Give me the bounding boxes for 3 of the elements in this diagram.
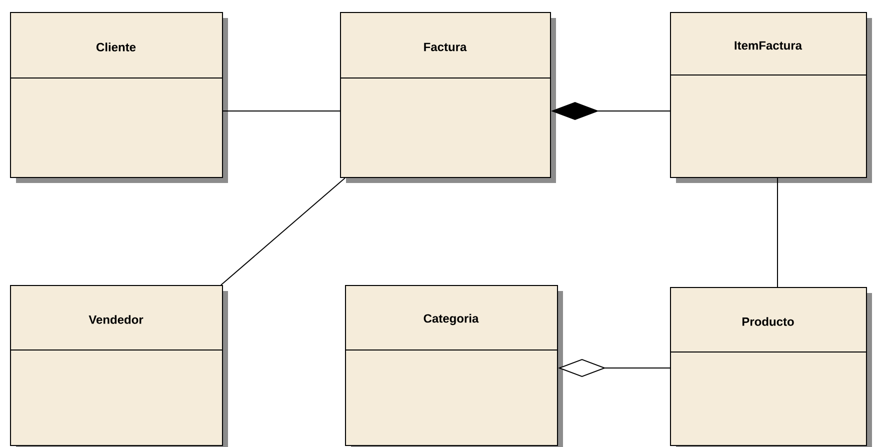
association-line bbox=[777, 178, 778, 288]
association-line bbox=[222, 110, 340, 112]
association-line bbox=[220, 178, 346, 286]
